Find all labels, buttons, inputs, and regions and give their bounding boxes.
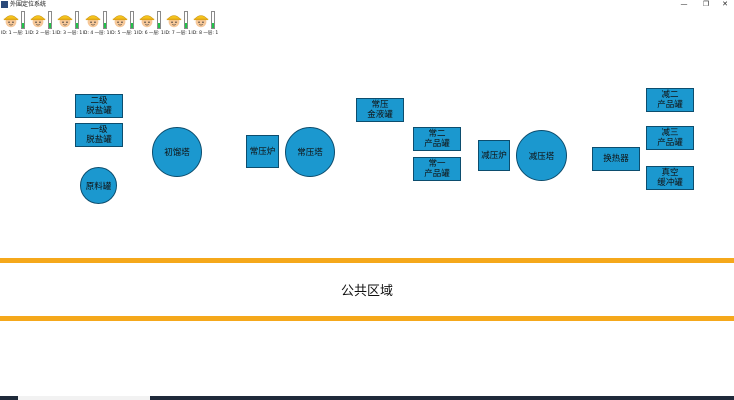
atmospheric-tower[interactable]: 常压塔 [285, 127, 335, 177]
worker-item[interactable]: ID: 4 一层: 1 [83, 9, 109, 39]
minimize-button[interactable]: — [680, 0, 688, 8]
battery-level-bar [211, 11, 216, 29]
worker-helmet-icon [84, 11, 102, 29]
app-icon [1, 1, 8, 8]
restore-button[interactable]: ❐ [702, 0, 710, 8]
battery-level-fill [76, 23, 79, 28]
worker-helmet-icon [29, 11, 47, 29]
taskbar [0, 396, 734, 400]
vacuum-furnace[interactable]: 减压炉 [478, 140, 510, 171]
battery-level-bar [75, 11, 80, 29]
worker-item[interactable]: ID: 8 一层: 1 [191, 9, 219, 39]
secondary-desalter-tank[interactable]: 二级 脱盐罐 [75, 94, 123, 118]
close-button[interactable]: ✕ [722, 0, 728, 8]
worker-item[interactable]: ID: 3 一层: 1 [55, 9, 83, 39]
battery-level-fill [103, 23, 106, 28]
battery-level-bar [184, 11, 189, 29]
vacuum-tower[interactable]: 减压塔 [516, 130, 567, 181]
battery-level-bar [48, 11, 53, 29]
worker-helmet-icon [2, 11, 20, 29]
battery-level-fill [158, 23, 160, 28]
worker-label: ID: 5 一层: 1 [109, 31, 137, 36]
atmospheric-gold-liquid-tank[interactable]: 常压 金液罐 [356, 98, 404, 122]
window-title: 外围定位系统 [10, 1, 47, 8]
vac3-product-tank[interactable]: 减三 产品罐 [646, 126, 694, 150]
worker-helmet-icon [165, 11, 183, 29]
worker-item[interactable]: ID: 7 一层: 1 [164, 9, 192, 39]
battery-level-fill [212, 23, 215, 28]
worker-label: ID: 6 一层: 1 [137, 31, 164, 36]
public-area-top-border [0, 258, 734, 263]
worker-label: ID: 3 一层: 1 [55, 31, 83, 36]
worker-label: ID: 1 一层: 1 [1, 31, 28, 36]
atm2-product-tank[interactable]: 常二 产品罐 [413, 127, 461, 151]
vac2-product-tank[interactable]: 减二 产品罐 [646, 88, 694, 112]
worker-helmet-icon [138, 11, 156, 29]
atmospheric-furnace[interactable]: 常压炉 [246, 135, 279, 168]
battery-level-bar [21, 11, 25, 29]
taskbar-item[interactable] [18, 396, 150, 400]
worker-helmet-icon [111, 11, 129, 29]
atm1-product-tank[interactable]: 常一 产品罐 [413, 157, 461, 181]
worker-helmet-icon [192, 11, 210, 29]
worker-helmet-icon [56, 11, 74, 29]
heat-exchanger[interactable]: 换热器 [592, 147, 640, 171]
battery-level-bar [129, 11, 134, 29]
battery-level-fill [130, 23, 133, 28]
worker-label: ID: 8 一层: 1 [191, 31, 219, 36]
worker-item[interactable]: ID: 6 一层: 1 [137, 9, 164, 39]
battery-level-fill [185, 23, 188, 28]
worker-item[interactable]: ID: 2 一层: 1 [28, 9, 56, 39]
worker-label: ID: 4 一层: 1 [82, 31, 110, 36]
raw-material-tank[interactable]: 原料罐 [80, 167, 117, 204]
public-area-bottom-border [0, 316, 734, 321]
battery-level-bar [157, 11, 161, 29]
worker-item[interactable]: ID: 1 一层: 1 [1, 9, 28, 39]
battery-level-fill [22, 23, 24, 28]
worker-label: ID: 7 一层: 1 [164, 31, 192, 36]
primary-desalter-tank[interactable]: 一级 脱盐罐 [75, 123, 123, 147]
battery-level-fill [49, 23, 52, 28]
public-area-label: 公共区域 [340, 284, 393, 299]
worker-label: ID: 2 一层: 1 [28, 31, 56, 36]
initial-distillation-tower[interactable]: 初馏塔 [152, 127, 202, 177]
title-bar: 外围定位系统 — ❐ ✕ [0, 0, 734, 10]
battery-level-bar [102, 11, 107, 29]
vacuum-buffer-tank[interactable]: 真空 缓冲罐 [646, 166, 694, 190]
worker-item[interactable]: ID: 5 一层: 1 [109, 9, 137, 39]
